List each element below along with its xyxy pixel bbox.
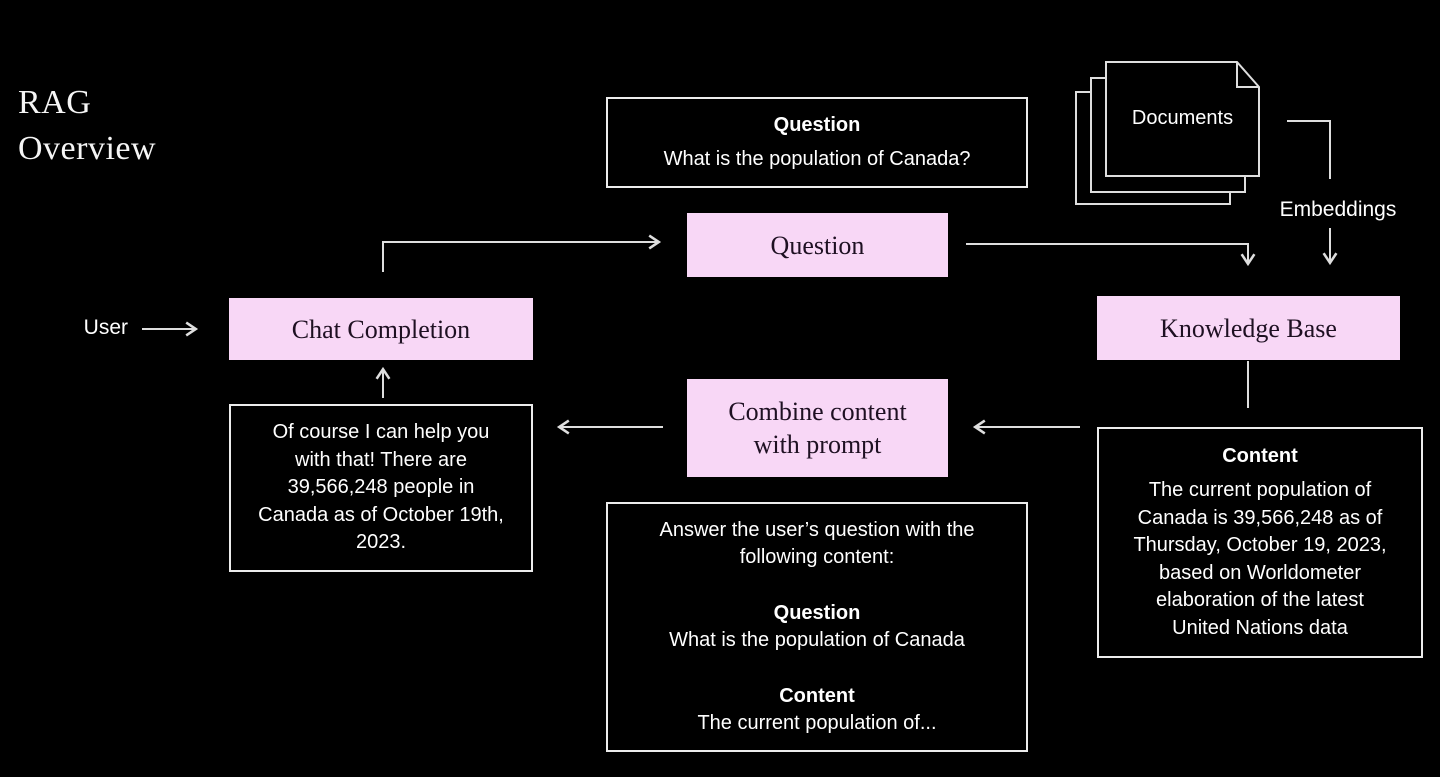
answer-line: Canada as of October 19th, xyxy=(258,503,504,526)
page-title: RAG Overview xyxy=(18,80,156,172)
content-line: based on Worldometer xyxy=(1159,561,1361,584)
example-question-body: What is the population of Canada? xyxy=(663,147,971,170)
page-title-line1: RAG xyxy=(18,84,92,121)
content-line: United Nations data xyxy=(1172,616,1348,639)
content-box-heading: Content xyxy=(1222,444,1298,467)
content-line: The current population of xyxy=(1148,479,1372,502)
prompt-intro-line2: following content: xyxy=(739,546,895,568)
documents-label: Documents xyxy=(1131,106,1234,129)
chat-completion-node: Chat Completion xyxy=(229,298,533,360)
arrow-chat-completion-to-question xyxy=(382,234,662,272)
question-node: Question xyxy=(687,213,948,277)
content-line: elaboration of the latest xyxy=(1156,589,1364,612)
chat-completion-label: Chat Completion xyxy=(291,314,471,344)
example-question-box: Question What is the population of Canad… xyxy=(606,97,1028,188)
prompt-content-heading: Content xyxy=(779,684,855,707)
arrow-question-to-knowledge-base xyxy=(966,243,1256,267)
knowledge-base-node: Knowledge Base xyxy=(1097,296,1400,360)
combine-content-node: Combine content with prompt xyxy=(687,379,948,477)
content-box: Content The current population of Canada… xyxy=(1097,427,1423,658)
prompt-question-heading: Question xyxy=(773,601,861,624)
answer-line: 39,566,248 people in xyxy=(287,476,475,499)
documents-icon xyxy=(1075,61,1260,205)
prompt-content-body: The current population of... xyxy=(697,712,937,734)
prompt-question-section: Question What is the population of Canad… xyxy=(669,600,965,655)
prompt-question-body: What is the population of Canada xyxy=(669,629,965,651)
content-line: Thursday, October 19, 2023, xyxy=(1133,534,1387,557)
answer-line: with that! There are xyxy=(295,448,467,471)
prompt-intro: Answer the user’s question with the foll… xyxy=(660,517,975,572)
embeddings-label: Embeddings xyxy=(1279,198,1397,221)
user-label: User xyxy=(83,316,128,339)
content-line: Canada is 39,566,248 as of xyxy=(1137,506,1383,529)
knowledge-base-label: Knowledge Base xyxy=(1160,313,1337,343)
line-documents-to-embeddings xyxy=(1287,120,1331,179)
combine-content-line1: Combine content xyxy=(728,397,907,426)
combine-content-line2: with prompt xyxy=(753,430,882,459)
page-title-line2: Overview xyxy=(18,130,157,167)
question-node-label: Question xyxy=(770,230,865,260)
answer-line: Of course I can help you xyxy=(272,421,490,444)
answer-box: Of course I can help you with that! Ther… xyxy=(229,404,533,572)
prompt-content-section: Content The current population of... xyxy=(697,683,936,738)
example-question-heading: Question xyxy=(773,114,861,136)
prompt-intro-line1: Answer the user’s question with the xyxy=(659,518,975,541)
prompt-box: Answer the user’s question with the foll… xyxy=(606,502,1028,752)
answer-line: 2023. xyxy=(355,531,407,554)
